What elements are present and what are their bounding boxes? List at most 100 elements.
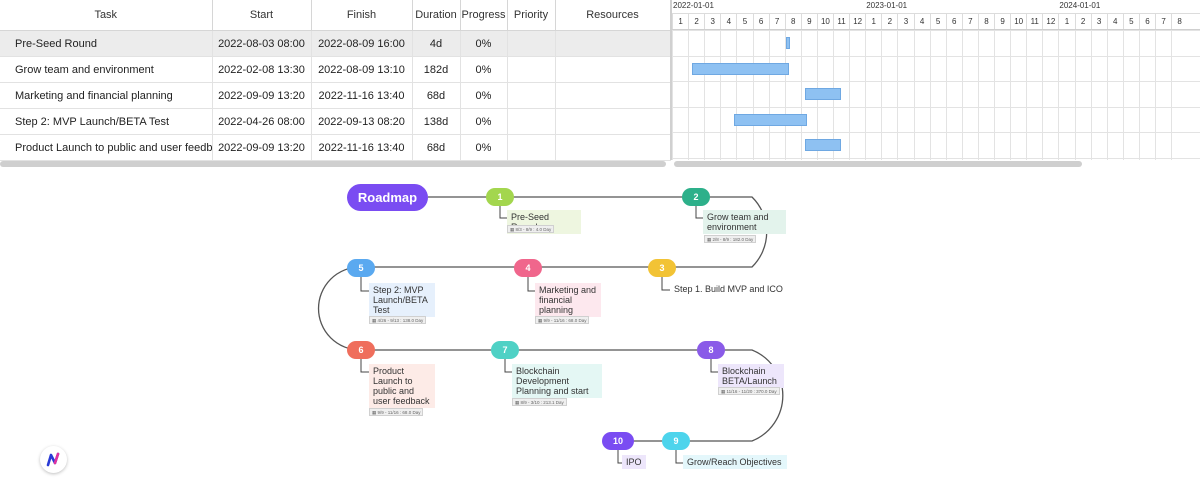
resources-cell[interactable] <box>555 134 671 161</box>
roadmap-connector-path <box>317 196 784 464</box>
finish-cell[interactable]: 2022-08-09 13:10 <box>311 56 413 83</box>
gantt-bar[interactable] <box>733 113 808 126</box>
start-cell[interactable]: 2022-02-08 13:30 <box>212 56 312 83</box>
column-header-start[interactable]: Start <box>212 0 312 31</box>
roadmap-node-label[interactable]: Blockchain Development Planning and star… <box>512 364 602 398</box>
table-row[interactable]: Marketing and financial planning 2022-09… <box>0 82 671 109</box>
roadmap-node-1[interactable]: 1 <box>486 188 514 206</box>
duration-cell[interactable]: 4d <box>412 30 461 57</box>
gantt-bar[interactable] <box>692 62 790 75</box>
month-label: 12 <box>1042 14 1058 29</box>
table-header-row: Task Start Finish Duration Progress Prio… <box>0 0 671 31</box>
month-label: 12 <box>849 14 865 29</box>
duration-cell[interactable]: 138d <box>412 108 461 135</box>
month-label: 5 <box>929 14 946 29</box>
grid-line <box>897 30 899 160</box>
roadmap-node-6[interactable]: 6 <box>347 341 375 359</box>
grid-line <box>720 30 722 160</box>
task-name-cell[interactable]: Product Launch to public and user feedba… <box>0 134 213 161</box>
task-name-cell[interactable]: Grow team and environment <box>0 56 213 83</box>
gantt-bar[interactable] <box>785 37 790 49</box>
timeline-header-divider <box>672 29 1200 30</box>
progress-cell[interactable]: 0% <box>460 56 508 83</box>
grid-line <box>784 30 786 160</box>
roadmap-node-label[interactable]: Marketing and financial planning <box>535 283 601 317</box>
node-connector <box>661 277 670 291</box>
resources-cell[interactable] <box>555 108 671 135</box>
roadmap-node-8[interactable]: 8 <box>697 341 725 359</box>
roadmap-node-label[interactable]: Blockchain BETA/Launch <box>718 364 784 388</box>
roadmap-node-label[interactable]: Step 2: MVP Launch/BETA Test <box>369 283 435 317</box>
timeline-horizontal-scrollbar[interactable] <box>674 161 1082 167</box>
task-name-cell[interactable]: Step 2: MVP Launch/BETA Test <box>0 108 213 135</box>
roadmap-node-4[interactable]: 4 <box>514 259 542 277</box>
grid-line <box>672 30 673 160</box>
column-header-task[interactable]: Task <box>0 0 213 31</box>
priority-cell[interactable] <box>507 108 556 135</box>
roadmap-node-label[interactable]: IPO <box>622 455 646 469</box>
finish-cell[interactable]: 2022-11-16 13:40 <box>311 82 413 109</box>
start-cell[interactable]: 2022-04-26 08:00 <box>212 108 312 135</box>
node-connector <box>499 206 507 219</box>
finish-cell[interactable]: 2022-08-09 16:00 <box>311 30 413 57</box>
column-header-finish[interactable]: Finish <box>311 0 413 31</box>
table-row[interactable]: Step 2: MVP Launch/BETA Test 2022-04-26 … <box>0 108 671 135</box>
task-name-cell[interactable]: Marketing and financial planning <box>0 82 213 109</box>
duration-cell[interactable]: 68d <box>412 82 461 109</box>
column-header-priority[interactable]: Priority <box>507 0 556 31</box>
start-cell[interactable]: 2022-09-09 13:20 <box>212 82 312 109</box>
resources-cell[interactable] <box>555 56 671 83</box>
node-connector <box>360 277 369 292</box>
node-connector <box>675 450 683 464</box>
grid-line <box>865 30 867 160</box>
column-header-duration[interactable]: Duration <box>412 0 461 31</box>
table-row[interactable]: Product Launch to public and user feedba… <box>0 134 671 161</box>
gantt-bar[interactable] <box>805 88 842 100</box>
app-logo-icon <box>46 452 60 467</box>
column-header-resources[interactable]: Resources <box>555 0 671 31</box>
grid-line <box>1010 30 1012 160</box>
roadmap-node-label[interactable]: Product Launch to public and user feedba… <box>369 364 435 408</box>
roadmap-node-label[interactable]: Grow/Reach Objectives <box>683 455 787 469</box>
progress-cell[interactable]: 0% <box>460 134 508 161</box>
priority-cell[interactable] <box>507 134 556 161</box>
roadmap-node-9[interactable]: 9 <box>662 432 690 450</box>
duration-cell[interactable]: 182d <box>412 56 461 83</box>
row-grid-line <box>672 106 1200 108</box>
start-cell[interactable]: 2022-08-03 08:00 <box>212 30 312 57</box>
priority-cell[interactable] <box>507 30 556 57</box>
roadmap-node-label[interactable]: Step 1. Build MVP and ICO <box>670 282 790 296</box>
start-cell[interactable]: 2022-09-09 13:20 <box>212 134 312 161</box>
roadmap-node-label[interactable]: Grow team and environment <box>703 210 786 234</box>
finish-cell[interactable]: 2022-09-13 08:20 <box>311 108 413 135</box>
gantt-bar[interactable] <box>805 139 842 151</box>
resources-cell[interactable] <box>555 82 671 109</box>
month-label: 6 <box>945 14 962 29</box>
roadmap-node-2[interactable]: 2 <box>682 188 710 206</box>
roadmap-node-7[interactable]: 7 <box>491 341 519 359</box>
roadmap-node-10[interactable]: 10 <box>602 432 634 450</box>
priority-cell[interactable] <box>507 82 556 109</box>
roadmap-title[interactable]: Roadmap <box>347 184 428 211</box>
duration-cell[interactable]: 68d <box>412 134 461 161</box>
finish-cell[interactable]: 2022-11-16 13:40 <box>311 134 413 161</box>
column-header-progress[interactable]: Progress <box>460 0 508 31</box>
priority-cell[interactable] <box>507 56 556 83</box>
task-name-cell[interactable]: Pre-Seed Round <box>0 30 213 57</box>
progress-cell[interactable]: 0% <box>460 82 508 109</box>
progress-cell[interactable]: 0% <box>460 108 508 135</box>
table-horizontal-scrollbar[interactable] <box>0 161 666 167</box>
grid-line <box>1138 30 1140 160</box>
node-connector <box>695 206 703 219</box>
table-row[interactable]: Pre-Seed Round 2022-08-03 08:00 2022-08-… <box>0 30 671 57</box>
month-label: 5 <box>1122 14 1139 29</box>
pane-splitter[interactable] <box>670 0 672 160</box>
resources-cell[interactable] <box>555 30 671 57</box>
month-label: 8 <box>1171 14 1187 29</box>
progress-cell[interactable]: 0% <box>460 30 508 57</box>
roadmap-node-5[interactable]: 5 <box>347 259 375 277</box>
table-row[interactable]: Grow team and environment 2022-02-08 13:… <box>0 56 671 83</box>
month-label: 8 <box>784 14 801 29</box>
roadmap-node-3[interactable]: 3 <box>648 259 676 277</box>
